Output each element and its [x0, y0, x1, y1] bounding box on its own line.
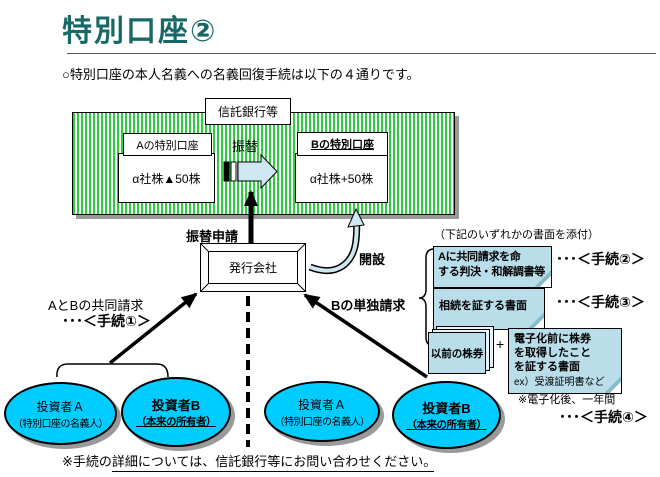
- joint-request-label: AとBの共同請求: [48, 298, 144, 313]
- title-divider: [67, 53, 656, 54]
- investor-desc: （本来の所有者）: [136, 416, 217, 428]
- investor-b-right-ellipse: 投資者B （本来の所有者）: [392, 381, 501, 449]
- investor-desc: （特別口座の名義人）: [13, 418, 109, 430]
- slide-subtitle: ○特別口座の本人名義への名義回復手続は以下の４通りです。: [62, 67, 420, 82]
- investor-a-right-ellipse: 投資者Ａ （特別口座の名義人）: [264, 381, 380, 442]
- open-account-label: 開設: [359, 252, 386, 267]
- electronification-note: ※電子化後、一年間: [518, 394, 616, 406]
- issuer-box-frame: [200, 243, 306, 292]
- judgment-line1: Aに共同請求を命: [438, 251, 521, 263]
- old-certificates-stack: 以前の株券: [428, 326, 494, 374]
- trust-bank-label: 信託銀行等: [205, 98, 291, 125]
- inheritance-document: 相続を証する書面: [433, 288, 545, 330]
- attachment-note: （下記のいずれかの書面を添付）: [434, 229, 599, 241]
- open-account-arrow-icon: [308, 207, 365, 275]
- acquisition-line1: 電子化前に株券: [514, 333, 591, 345]
- account-b-title-text: Bの特別口座: [311, 139, 374, 151]
- old-certificates-label: 以前の株券: [428, 332, 486, 374]
- procedure-2-label: ･･･＜手続②＞: [556, 251, 645, 267]
- investor-desc: （本来の所有者）: [406, 419, 488, 431]
- single-request-label: Bの単独請求: [331, 298, 406, 313]
- investor-name: 投資者B: [422, 401, 471, 416]
- account-b-title: Bの特別口座: [297, 132, 388, 156]
- account-a-title: Aの特別口座: [123, 133, 212, 156]
- transfer-label: 振替: [232, 139, 259, 154]
- acquisition-document: 電子化前に株券 を取得したこと を証する書面 ex）受渡証明書など: [508, 328, 622, 394]
- acquisition-line3: を証する書面: [514, 361, 580, 373]
- footer-note: ※手続の詳細については、信託銀行等にお問い合わせください。: [62, 454, 437, 469]
- investor-name: 投資者Ａ: [297, 397, 346, 412]
- documents-brace: [418, 248, 435, 347]
- footer-divider: [112, 471, 434, 472]
- plus-sign: +: [496, 336, 505, 352]
- acquisition-example: ex）受渡証明書など: [514, 377, 605, 388]
- judgment-document: Aに共同請求を命 する判決・和解調書等: [433, 246, 552, 288]
- acquisition-line2: を取得したこと: [514, 347, 591, 359]
- investor-a-left-ellipse: 投資者Ａ （特別口座の名義人）: [4, 382, 117, 445]
- procedure-3-label: ･･･＜手続③＞: [556, 294, 645, 310]
- procedure-1-label: ･･･＜手続①＞: [62, 313, 151, 329]
- investor-name: 投資者Ａ: [36, 399, 85, 414]
- account-a-value: α社株▲50株: [118, 153, 215, 203]
- investor-b-left-ellipse: 投資者B （本来の所有者）: [121, 377, 231, 447]
- account-b-value: α社株+50株: [295, 153, 388, 203]
- transfer-request-label: 振替申請: [186, 229, 239, 244]
- investor-desc: （特別口座の名義人）: [274, 416, 371, 428]
- page-title: 特別口座②: [62, 15, 218, 48]
- single-request-arrow-icon: [303, 293, 428, 379]
- investor-name: 投資者B: [151, 398, 201, 413]
- judgment-line2: する判決・和解調書等: [438, 266, 545, 278]
- joint-request-bracket: [56, 363, 169, 378]
- joint-request-arrow-icon: [108, 292, 198, 365]
- issuer-box-label: 発行会社: [228, 261, 277, 275]
- striped-transfer-arrow-icon: [223, 153, 278, 190]
- procedure-4-label: ･･･＜手続④＞: [559, 409, 648, 425]
